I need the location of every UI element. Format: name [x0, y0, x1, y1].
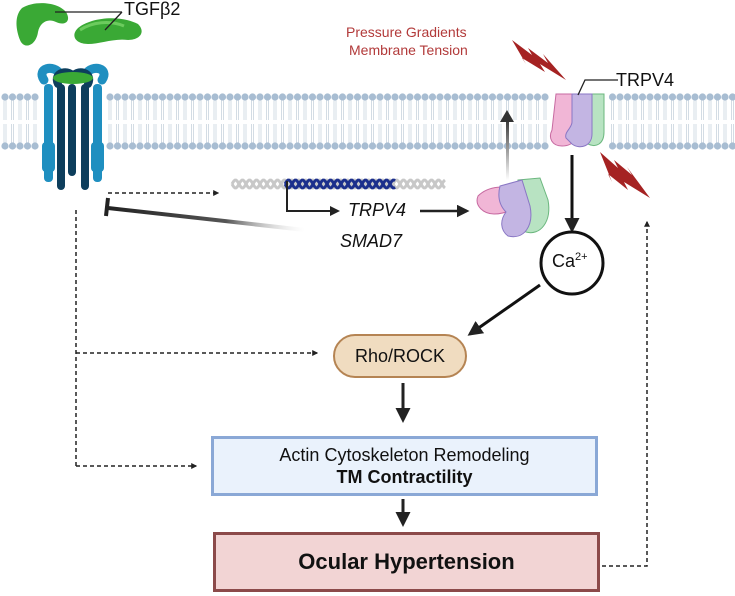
stimulus-label-1: Pressure Gradients — [346, 24, 467, 40]
trpv4-leader-line — [577, 79, 618, 96]
tgfb-receptor-icon — [37, 63, 109, 190]
ocular-hypertension-box: Ocular Hypertension — [213, 532, 600, 592]
calcium-charge: 2+ — [575, 251, 588, 263]
rho-rock-label: Rho/ROCK — [354, 345, 446, 366]
calcium-to-rho-arrow — [467, 283, 541, 336]
rho-rock-node: Rho/ROCK — [333, 334, 467, 378]
inhibition-bar — [104, 197, 110, 217]
cell-membrane — [1, 93, 735, 150]
trpv4-channel-label: TRPV4 — [616, 70, 675, 90]
trafficking-arrow-shaft — [506, 118, 509, 180]
tgfb2-label: TGFβ2 — [124, 0, 181, 19]
ocular-hypertension-label: Ocular Hypertension — [298, 549, 515, 574]
calcium-label: Ca2+ — [552, 251, 588, 272]
gene-arrow-trpv4 — [286, 181, 340, 216]
trafficking-arrow-head — [500, 110, 514, 122]
calcium-node — [539, 230, 605, 296]
feedback-dashed-arrow — [602, 220, 650, 567]
tgfb2-ligand-icon — [16, 3, 142, 46]
trpv4-channel-icon — [549, 93, 605, 148]
stimulus-label-2: Membrane Tension — [349, 42, 468, 58]
trpv4-protein-icon — [476, 177, 550, 238]
tm-contractility-label: TM Contractility — [336, 467, 473, 487]
stimulus-lightning-icon — [512, 40, 566, 80]
stimulus-lightning-icon-lower — [600, 152, 650, 198]
actin-remodeling-box: Actin Cytoskeleton Remodeling TM Contrac… — [211, 436, 598, 496]
tgfb2-leader-line — [55, 11, 123, 31]
calcium-symbol: Ca — [552, 251, 576, 271]
gene-smad7-label: SMAD7 — [340, 231, 403, 251]
smad7-inhibition-line — [107, 206, 306, 232]
dna-icon — [230, 178, 446, 190]
actin-remodeling-label: Actin Cytoskeleton Remodeling — [279, 445, 530, 465]
gene-trpv4-label: TRPV4 — [348, 200, 407, 220]
